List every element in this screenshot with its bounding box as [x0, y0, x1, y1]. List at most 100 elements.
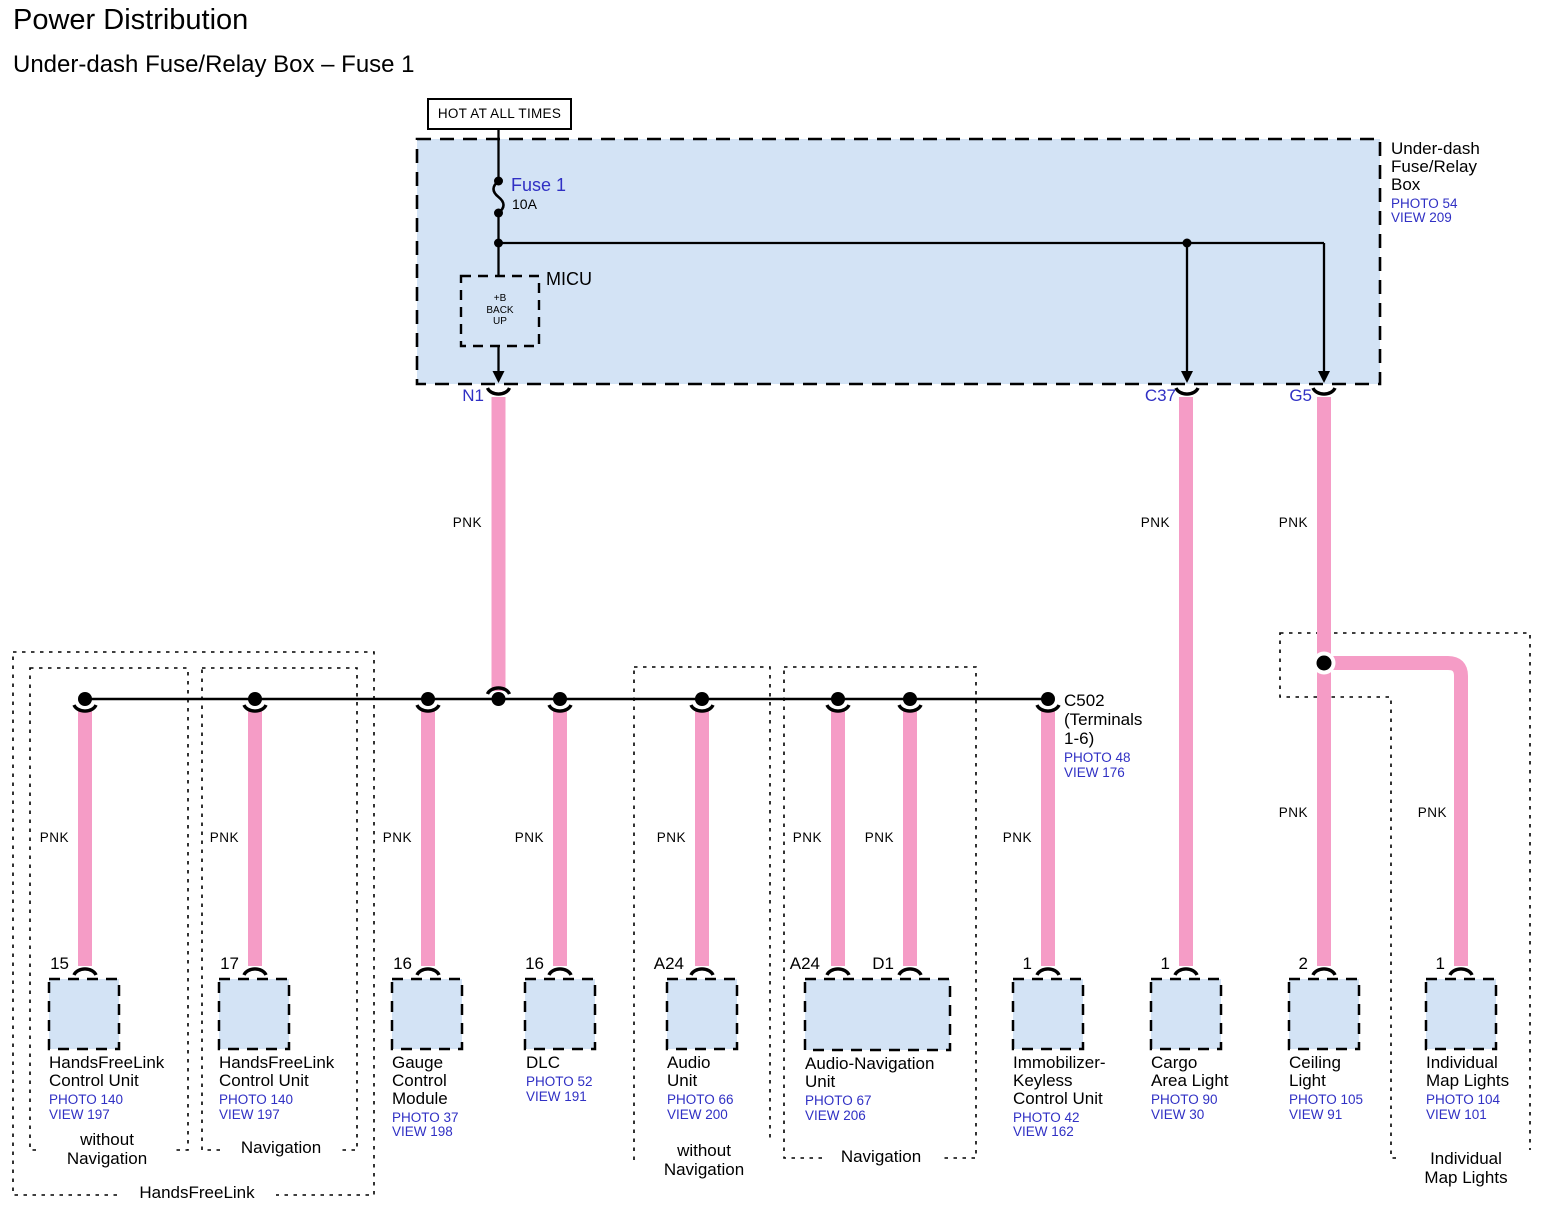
- arc-bus-a24: [825, 704, 851, 713]
- component-name: HandsFreeLink Control Unit: [219, 1053, 335, 1090]
- wire-color-audio: PNK: [656, 830, 686, 845]
- dot-fuse-bottom: [494, 208, 503, 218]
- pink-wires: [78, 397, 1468, 966]
- fuse-1-label: Fuse 1: [511, 175, 567, 195]
- arc-pin-immobilizer: [1035, 967, 1061, 976]
- component-name: HandsFreeLink Control Unit: [49, 1053, 165, 1090]
- fuse-box-callout: Under-dash Fuse/Relay Box PHOTO 54 VIEW …: [1391, 140, 1480, 226]
- arc-pin-hfl1: [72, 967, 98, 976]
- component-view: VIEW 198: [392, 1124, 453, 1140]
- component-view: VIEW 206: [805, 1107, 866, 1123]
- group-outline-audio-without-navigation: [633, 666, 771, 1161]
- connector-arcs: [72, 387, 1474, 976]
- component-photo: PHOTO 66: [667, 1091, 734, 1107]
- fuse-element-squiggle: [492, 179, 505, 215]
- component-box-immobilizer: [1011, 977, 1085, 1051]
- dot-bus-audio: [695, 692, 709, 706]
- component-individual-map-lights: Individual Map Lights PHOTO 104 VIEW 101: [1426, 1054, 1509, 1122]
- component-photo: PHOTO 90: [1151, 1091, 1218, 1107]
- wire-color-hfl2: PNK: [209, 830, 239, 845]
- arc-pin-d1: [897, 967, 923, 976]
- group-outlines: [12, 632, 1531, 1196]
- component-name: DLC: [526, 1053, 561, 1072]
- component-view: VIEW 191: [526, 1088, 587, 1104]
- arc-n1: [485, 387, 512, 396]
- group-label-audio-navigation: Navigation: [822, 1147, 940, 1167]
- arc-bus-d1: [897, 704, 923, 713]
- arc-pin-a24: [825, 967, 851, 976]
- component-boxes: [47, 977, 1498, 1052]
- component-photo: PHOTO 37: [392, 1109, 459, 1125]
- group-outline-audio-navigation: [783, 666, 977, 1159]
- fuse-box-view: VIEW 209: [1391, 210, 1452, 226]
- dot-bus-gauge: [421, 692, 435, 706]
- connector-c37-label: C37: [1144, 386, 1176, 405]
- component-box-audio-navigation-unit: [803, 977, 952, 1052]
- component-cargo-area-light: Cargo Area Light PHOTO 90 VIEW 30: [1151, 1054, 1229, 1122]
- component-immobilizer: Immobilizer- Keyless Control Unit PHOTO …: [1013, 1054, 1106, 1140]
- component-name: Individual Map Lights: [1426, 1053, 1510, 1090]
- arc-bus-hfl1: [72, 704, 98, 713]
- dot-bus-a24: [831, 692, 845, 706]
- fuse-rating-label: 10A: [512, 196, 537, 212]
- micu-box: [459, 274, 541, 348]
- arc-bus-dlc: [547, 704, 573, 713]
- pin-audionav-a24: A24: [789, 954, 820, 973]
- wire-color-map-lights: PNK: [1417, 805, 1447, 820]
- page-title: Power Distribution: [13, 4, 249, 36]
- component-box-individual-map-lights: [1424, 977, 1498, 1051]
- component-name: Audio-Navigation Unit: [805, 1054, 935, 1091]
- component-view: VIEW 101: [1426, 1106, 1487, 1122]
- pin-ceiling: 2: [1298, 954, 1308, 973]
- component-name: Immobilizer- Keyless Control Unit: [1013, 1053, 1106, 1108]
- pin-immobilizer: 1: [1022, 954, 1032, 973]
- wire-color-c37: PNK: [1140, 515, 1170, 530]
- component-box-audio-unit: [665, 977, 739, 1051]
- dot-box-junction-1: [494, 238, 503, 248]
- component-box-handsfreelink-2: [217, 977, 291, 1051]
- dot-bus-dlc: [553, 692, 567, 706]
- component-view: VIEW 197: [219, 1106, 280, 1122]
- component-box-handsfreelink-1: [47, 977, 121, 1051]
- component-audio-unit: Audio Unit PHOTO 66 VIEW 200: [667, 1054, 734, 1122]
- component-view: VIEW 200: [667, 1106, 728, 1122]
- component-photo: PHOTO 42: [1013, 1109, 1080, 1125]
- arc-pin-dlc: [547, 967, 573, 976]
- dot-g5-split: [1316, 655, 1332, 671]
- arrow-n1: [492, 371, 505, 383]
- arc-g5: [1311, 387, 1337, 396]
- wire-color-gauge: PNK: [382, 830, 412, 845]
- dot-box-junction-2: [1182, 238, 1192, 248]
- arc-pin-cargo: [1173, 967, 1199, 976]
- pin-cargo: 1: [1160, 954, 1170, 973]
- dot-fuse-top: [494, 176, 503, 186]
- arc-pin-gauge: [415, 967, 441, 976]
- component-box-dlc: [523, 977, 597, 1051]
- component-photo: PHOTO 105: [1289, 1091, 1364, 1107]
- component-ceiling-light: Ceiling Light PHOTO 105 VIEW 91: [1289, 1054, 1363, 1122]
- fuse-relay-box: [415, 137, 1382, 386]
- wire-pnk-map-lights-branch: [1324, 656, 1468, 966]
- wire-color-immobilizer: PNK: [1002, 830, 1032, 845]
- component-name: Audio Unit: [667, 1053, 711, 1090]
- group-label-audio-without-navigation: without Navigation: [635, 1141, 773, 1180]
- wire-color-d1: PNK: [864, 830, 894, 845]
- arrow-g5: [1318, 371, 1330, 383]
- component-view: VIEW 91: [1289, 1106, 1343, 1122]
- group-label-handsfreelink: HandsFreeLink: [118, 1183, 276, 1203]
- component-name: Cargo Area Light: [1151, 1053, 1229, 1090]
- wire-color-n1: PNK: [452, 515, 482, 530]
- arc-bus-hfl2: [242, 704, 268, 713]
- arc-pin-hfl2: [242, 967, 268, 976]
- pin-hfl1: 15: [50, 954, 69, 973]
- dot-bus-n1: [491, 692, 506, 706]
- connector-g5-label: G5: [1289, 386, 1312, 405]
- wire-color-ceiling: PNK: [1278, 805, 1308, 820]
- micu-label: MICU: [546, 269, 592, 289]
- arrowheads: [492, 371, 1330, 383]
- connector-c502-callout: C502 (Terminals 1-6) PHOTO 48 VIEW 176: [1064, 691, 1142, 781]
- pin-hfl2: 17: [220, 954, 239, 973]
- arc-pin-audio: [689, 967, 715, 976]
